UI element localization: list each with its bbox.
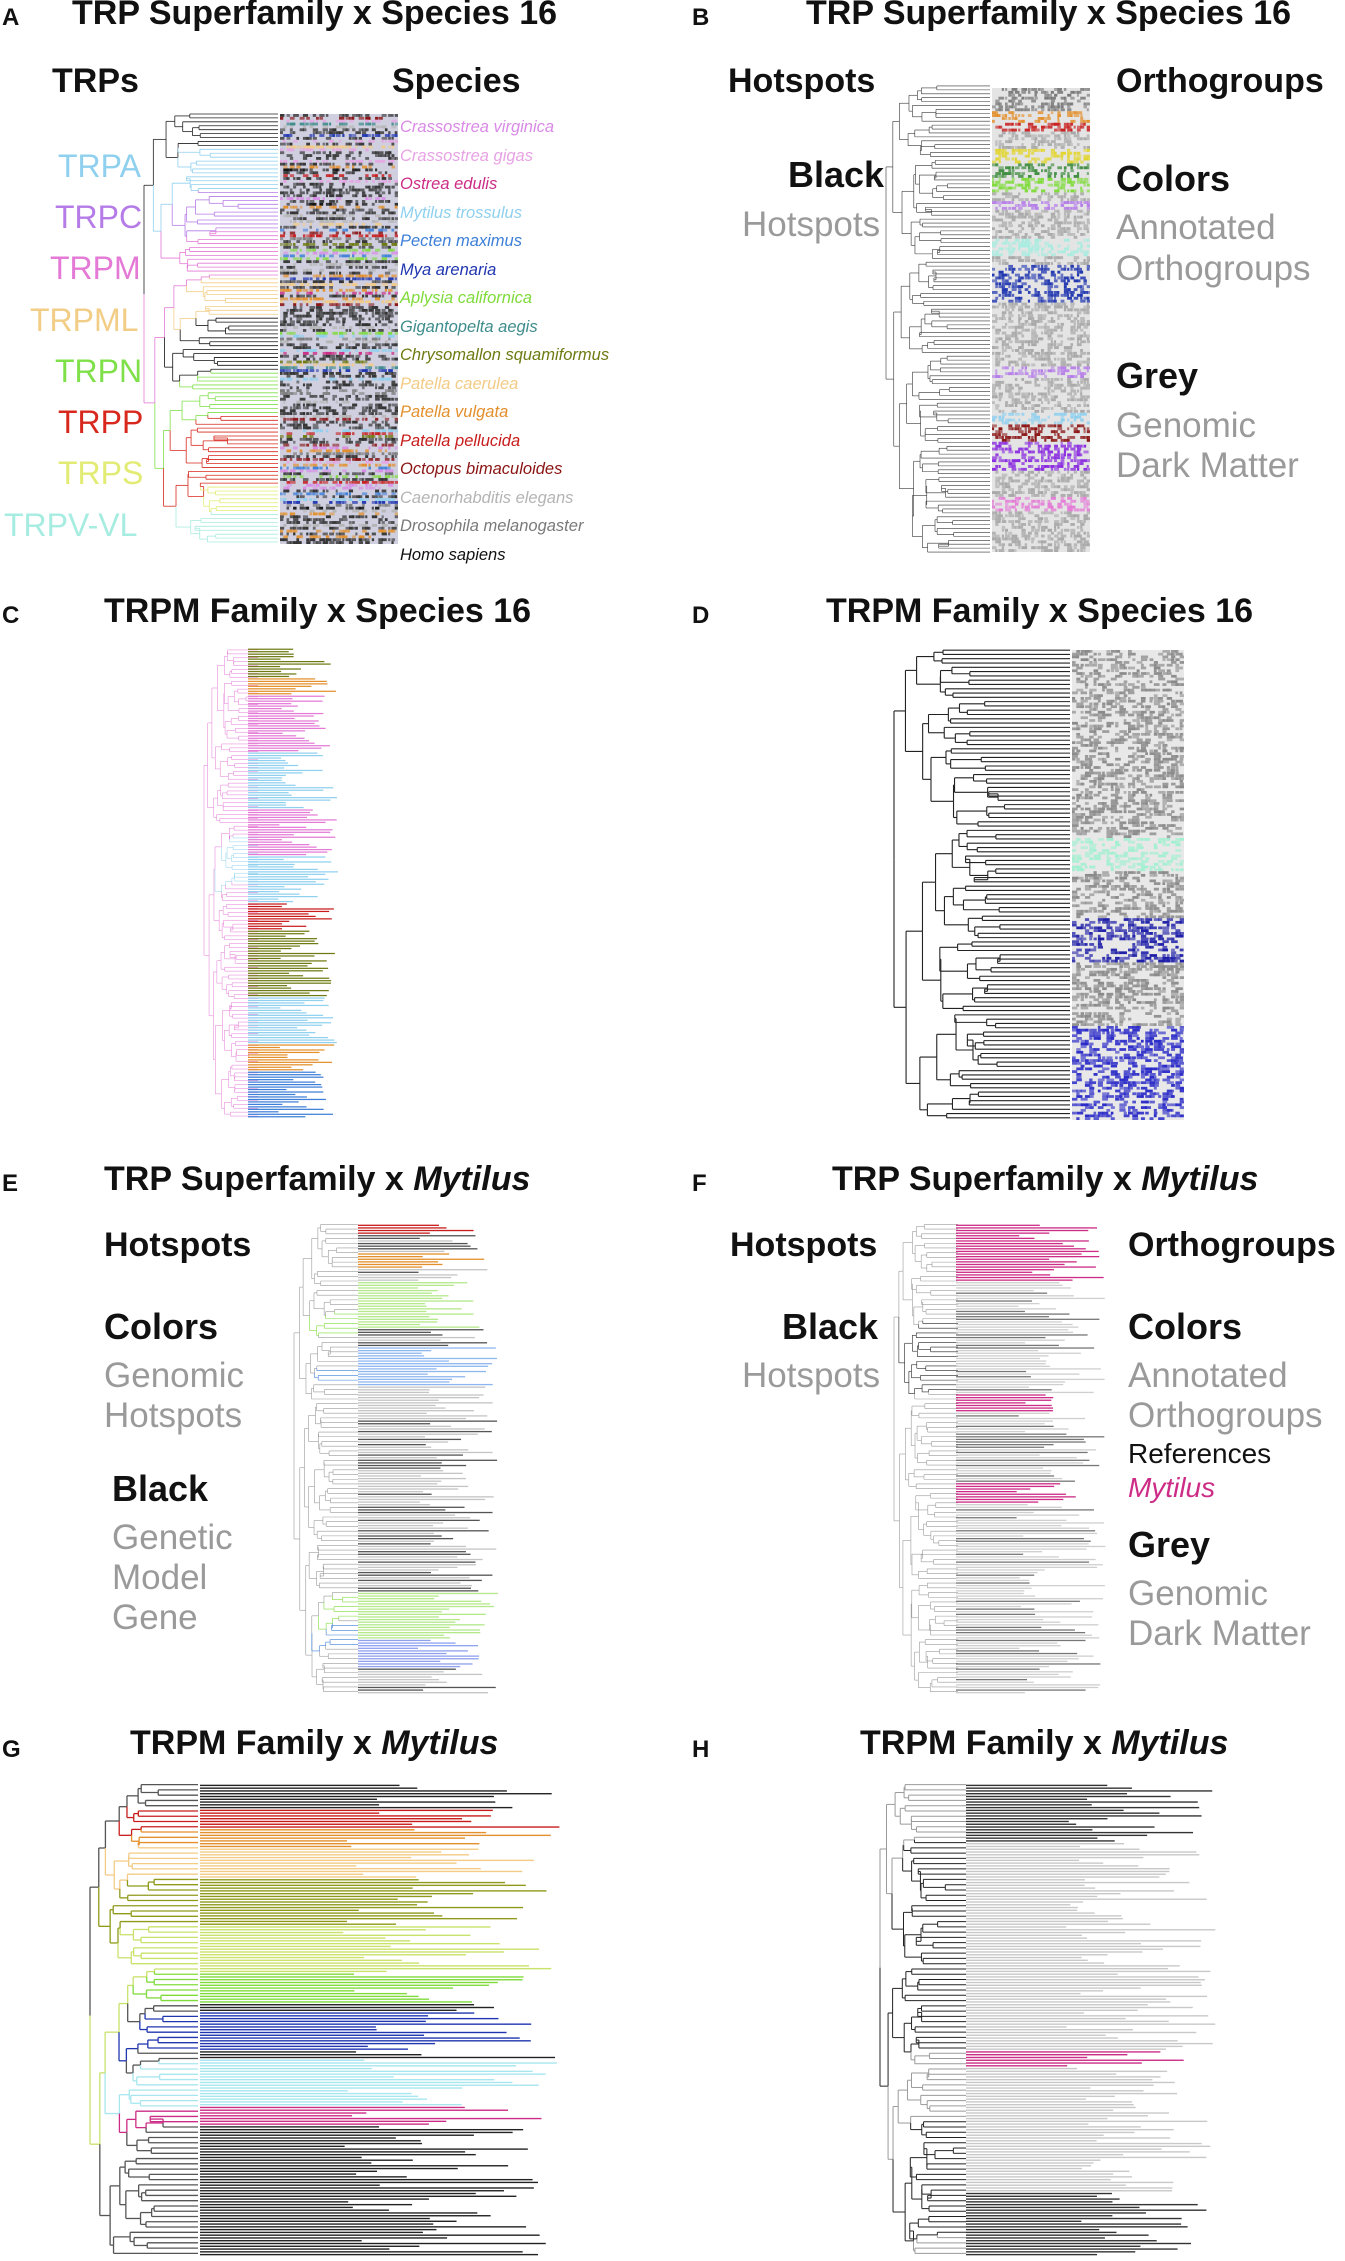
panel-title: TRP Superfamily x Mytilus <box>104 1160 531 1198</box>
species-label: Mya arenaria <box>400 260 497 279</box>
panel-letter: H <box>692 1736 710 1763</box>
tip-labels <box>966 1784 1216 2256</box>
family-label-trpml: TRPML <box>30 302 139 338</box>
colors-label: Colors <box>1116 158 1231 199</box>
tip-labels <box>956 1224 1106 1694</box>
panel-letter: D <box>692 602 710 629</box>
annotated-label: Annotated <box>1128 1356 1288 1395</box>
genomic-label: Genomic <box>1116 406 1257 445</box>
tip-labels <box>200 1784 560 2256</box>
panel-title: TRPM Family x Mytilus <box>860 1724 1229 1762</box>
right-header: Species <box>392 62 521 100</box>
dark-matter-label: Dark Matter <box>1128 1614 1311 1653</box>
colors-label: Colors <box>1128 1306 1243 1347</box>
tip-labels <box>248 648 338 1118</box>
panel-title: TRP Superfamily x Species 16 <box>72 0 558 32</box>
hotspots-label: Hotspots <box>742 1356 881 1395</box>
panel-title: TRPM Family x Species 16 <box>826 592 1254 630</box>
species-label: Pecten maximus <box>400 232 522 250</box>
species-label: Homo sapiens <box>400 545 506 564</box>
model-label: Model <box>112 1558 208 1597</box>
dark-matter-label: Dark Matter <box>1116 446 1299 485</box>
species-label: Drosophila melanogaster <box>400 517 584 535</box>
panel-letter: C <box>2 602 20 629</box>
orthogroup-heatmap <box>992 88 1090 552</box>
hotspots-header: Hotspots <box>104 1226 252 1264</box>
family-label-trpv-vl: TRPV-VL <box>4 507 138 543</box>
panel-letter: E <box>2 1170 19 1197</box>
tip-labels <box>358 1224 498 1694</box>
phylogenetic-tree <box>879 1784 966 2254</box>
phylogenetic-tree <box>143 113 278 543</box>
panel-title: TRPM Family x Mytilus <box>130 1724 499 1762</box>
left-header: Hotspots <box>728 62 876 100</box>
genomic-label: Genomic <box>1128 1574 1269 1613</box>
annotated-label: Annotated <box>1116 208 1276 247</box>
grey-label: Grey <box>1116 355 1199 396</box>
panel-letter: B <box>692 4 710 31</box>
mytilus-label: Mytilus <box>1128 1472 1216 1503</box>
colors-label: Colors <box>104 1306 219 1347</box>
hotspots-label: Hotspots <box>742 205 881 244</box>
phylogenetic-tree <box>893 1224 958 1692</box>
species-label: Patella pellucida <box>400 431 521 450</box>
left-header: TRPs <box>52 62 139 100</box>
phylogenetic-tree <box>293 1224 358 1692</box>
family-label-trpa: TRPA <box>58 148 141 184</box>
species-label: Ostrea edulis <box>400 175 498 193</box>
species-label: Octopus bimaculoides <box>400 460 563 478</box>
orthogroups-label: Orthogroups <box>1116 249 1311 288</box>
alignment-heatmap <box>280 114 398 544</box>
species-label: Patella caerulea <box>400 374 519 393</box>
panel-title: TRP Superfamily x Species 16 <box>806 0 1292 32</box>
hotspots-label: Hotspots <box>104 1396 243 1435</box>
family-label-trpc: TRPC <box>55 199 143 235</box>
panel-letter: F <box>692 1170 707 1197</box>
family-label-trps: TRPS <box>58 455 144 491</box>
phylogenetic-tree <box>89 1783 198 2255</box>
species-label: Chrysomallon squamiformus <box>400 346 610 364</box>
references-label: References <box>1128 1438 1272 1469</box>
right-header: Orthogroups <box>1128 1226 1336 1264</box>
species-label: Caenorhabditis elegans <box>400 488 574 507</box>
species-label: Patella vulgata <box>400 403 509 421</box>
family-label-trpn: TRPN <box>55 353 143 389</box>
left-header: Hotspots <box>730 1226 878 1264</box>
black-label: Black <box>788 154 885 195</box>
orthogroup-heatmap <box>1072 650 1184 1120</box>
genomic-label: Genomic <box>104 1356 245 1395</box>
family-label-trpm: TRPM <box>50 250 141 286</box>
black-label: Black <box>112 1468 209 1509</box>
panel-letter: A <box>2 4 20 31</box>
panel-letter: G <box>2 1736 21 1763</box>
gene-label: Gene <box>112 1598 198 1637</box>
species-label: Aplysia californica <box>400 289 533 307</box>
species-label: Crassostrea virginica <box>400 118 555 136</box>
species-label: Crassostrea gigas <box>400 146 533 165</box>
family-label-trpp: TRPP <box>58 404 144 440</box>
phylogenetic-tree <box>885 85 990 553</box>
panel-title: TRP Superfamily x Mytilus <box>832 1160 1259 1198</box>
right-header: Orthogroups <box>1116 62 1324 100</box>
phylogenetic-tree <box>893 649 1070 1119</box>
orthogroups-label: Orthogroups <box>1128 1396 1323 1435</box>
grey-label: Grey <box>1128 1524 1211 1565</box>
genetic-label: Genetic <box>112 1518 233 1557</box>
species-label: Gigantopelta aegis <box>400 317 538 336</box>
panel-title: TRPM Family x Species 16 <box>104 592 532 630</box>
species-label: Mytilus trossulus <box>400 203 522 222</box>
black-label: Black <box>782 1306 879 1347</box>
